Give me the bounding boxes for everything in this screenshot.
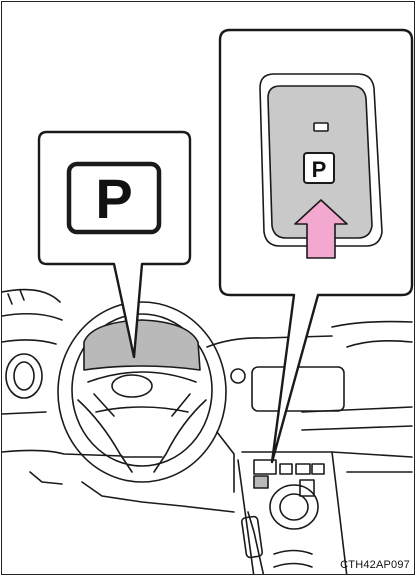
dashboard-illustration: P P bbox=[2, 2, 415, 575]
right-callout bbox=[220, 30, 412, 462]
instrument-cluster bbox=[84, 320, 200, 370]
indicator-lamp-icon bbox=[314, 123, 328, 131]
center-display bbox=[252, 367, 344, 411]
switch-letter: P bbox=[312, 157, 327, 182]
dashboard-lines bbox=[2, 290, 412, 512]
hazard-button bbox=[231, 369, 245, 383]
indicator-letter: P bbox=[95, 167, 132, 230]
center-console bbox=[238, 452, 347, 575]
left-air-vent bbox=[6, 354, 42, 398]
reference-code: CTH42AP097 bbox=[340, 559, 410, 571]
